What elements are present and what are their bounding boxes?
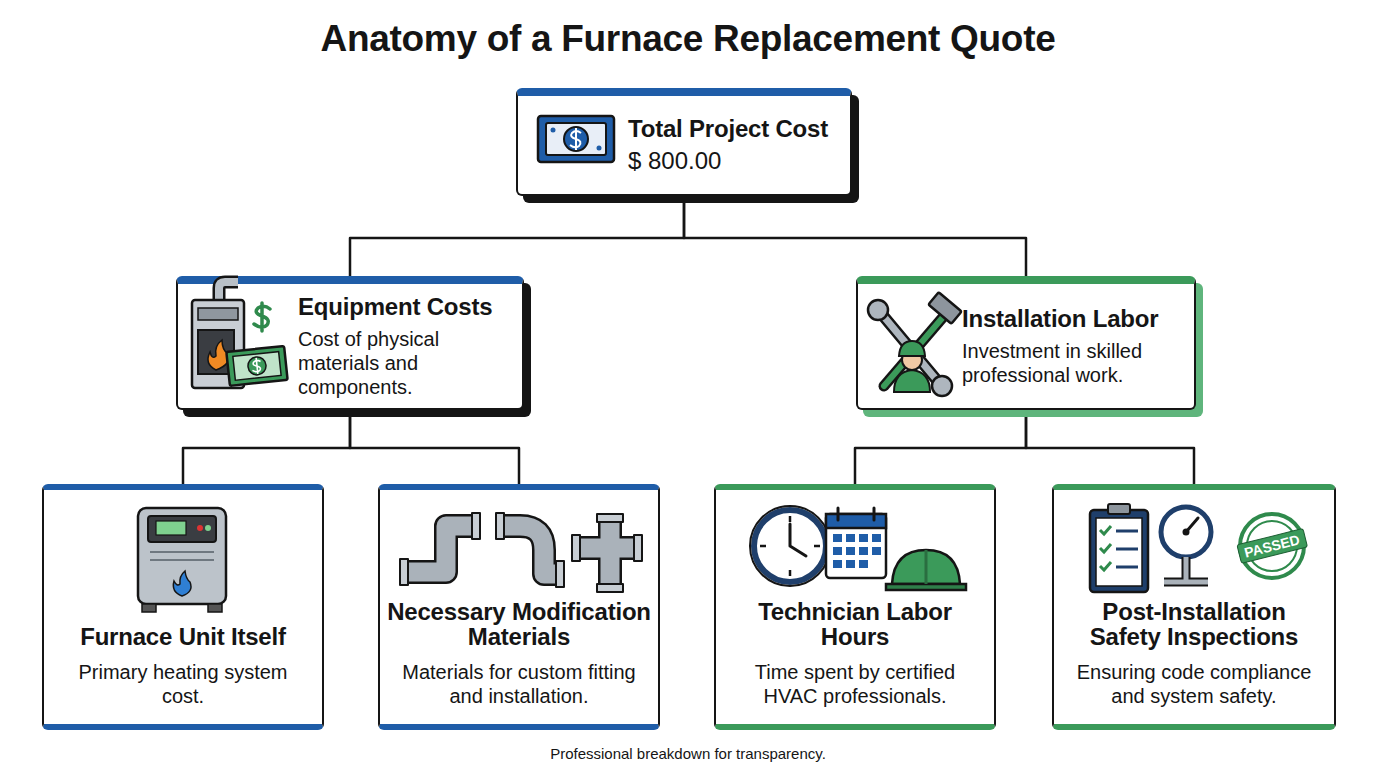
text-group: Necessary Modification MaterialsMaterial… [380, 599, 658, 708]
item-box: Post-Installation Safety InspectionsEnsu… [1052, 484, 1336, 730]
box-heading: Total Project Cost [628, 116, 843, 141]
diagram-title: Anatomy of a Furnace Replacement Quote [0, 18, 1376, 60]
category-box: Equipment CostsCost of physical material… [176, 276, 524, 410]
category-box: Installation LaborInvestment in skilled … [856, 276, 1196, 410]
tree-connector [684, 196, 1026, 276]
text-group: Equipment CostsCost of physical material… [298, 284, 522, 408]
tree-connector [855, 410, 1026, 484]
text-group: Technician Labor HoursTime spent by cert… [716, 599, 994, 708]
box-description: Materials for custom fitting and install… [385, 660, 653, 708]
box-heading: Necessary Modification Materials [382, 599, 656, 649]
box-heading: Installation Labor [962, 306, 1170, 331]
item-box: Furnace Unit ItselfPrimary heating syste… [42, 484, 324, 730]
item-box: Technician Labor HoursTime spent by cert… [714, 484, 996, 730]
item-box: Necessary Modification MaterialsMaterial… [378, 484, 660, 730]
box-heading: Technician Labor Hours [739, 599, 971, 649]
diagram-caption: Professional breakdown for transparency. [0, 745, 1376, 762]
tree-connector [1026, 410, 1194, 484]
text-group: Installation LaborInvestment in skilled … [962, 284, 1170, 408]
box-description: Cost of physical materials and component… [298, 327, 522, 399]
tree-connector [350, 410, 519, 484]
box-heading: Post-Installation Safety Inspections [1074, 599, 1314, 649]
tree-connector [350, 196, 684, 276]
box-description: Primary heating system cost. [67, 660, 299, 708]
text-group: Total Project Cost $ 800.00 [628, 96, 843, 194]
box-description: $ 800.00 [628, 147, 843, 175]
box-heading: Equipment Costs [298, 294, 522, 319]
box-description: Time spent by certified HVAC professiona… [739, 660, 971, 708]
box-description: Ensuring code compliance and system safe… [1065, 660, 1323, 708]
total-box: Total Project Cost $ 800.00 [516, 88, 852, 196]
box-heading: Furnace Unit Itself [80, 624, 286, 649]
text-group: Furnace Unit ItselfPrimary heating syste… [44, 624, 322, 708]
text-group: Post-Installation Safety InspectionsEnsu… [1054, 599, 1334, 708]
tree-connector [183, 410, 350, 484]
box-description: Investment in skilled professional work. [962, 339, 1170, 387]
